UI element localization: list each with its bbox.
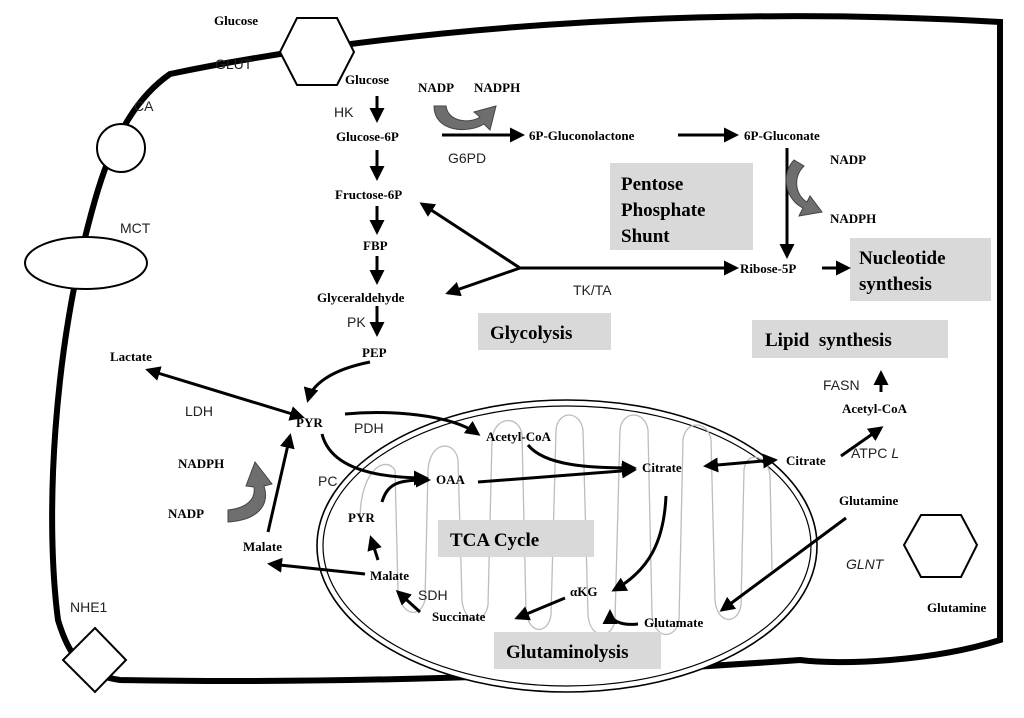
glycolysis-box xyxy=(478,313,611,350)
atpcl-main: ATPC xyxy=(851,445,887,461)
pyr-label: PYR xyxy=(296,415,323,430)
nucleotide-line1: Nucleotide xyxy=(859,248,946,269)
pyr-mito-label: PYR xyxy=(348,510,375,525)
nucleotide-line2: synthesis xyxy=(859,274,932,295)
succinate-label: Succinate xyxy=(432,609,486,624)
glut-transporter xyxy=(278,17,356,86)
fructose-6p-label: Fructose-6P xyxy=(335,187,402,202)
pk-label: PK xyxy=(347,314,366,330)
fbp-label: FBP xyxy=(363,238,388,253)
sdh-label: SDH xyxy=(418,587,448,603)
ldh-label: LDH xyxy=(185,403,213,419)
nadp-me-label: NADP xyxy=(168,506,204,521)
pentose-line3: Shunt xyxy=(621,226,670,247)
tca-label: TCA Cycle xyxy=(450,530,539,551)
lipid-label: Lipid synthesis xyxy=(765,330,892,351)
cofactor-arrows xyxy=(227,105,823,523)
glnt-transporter xyxy=(902,514,979,578)
nadph-me-label: NADPH xyxy=(178,456,224,471)
acetyl-coa-cyto-label: Acetyl-CoA xyxy=(842,401,908,416)
nucleotide-box xyxy=(850,238,991,301)
glnt-label: GLNT xyxy=(846,556,885,572)
glutamate-label: Glutamate xyxy=(644,615,703,630)
glucose-out-label: Glucose xyxy=(214,13,258,28)
hk-label: HK xyxy=(334,104,354,120)
tkta-label: TK/TA xyxy=(573,282,612,298)
nadph-pgd-label: NADPH xyxy=(830,211,876,226)
oaa-label: OAA xyxy=(436,472,466,487)
nadp-pgd-label: NADP xyxy=(830,152,866,167)
atpcl-tail: L xyxy=(891,445,899,461)
glutamine-in-label: Glutamine xyxy=(839,493,898,508)
lactate-label: Lactate xyxy=(110,349,152,364)
g6pd-label: G6PD xyxy=(448,150,486,166)
lipid-box xyxy=(752,320,948,358)
pathway-arrows xyxy=(145,96,889,626)
pentose-line2: Phosphate xyxy=(621,200,705,221)
gluconate-label: 6P-Gluconate xyxy=(744,128,820,143)
tca-box xyxy=(438,520,594,557)
nhe1-transporter xyxy=(61,626,128,694)
glyceraldehyde-label: Glyceraldehyde xyxy=(317,290,405,305)
ribose-5p-label: Ribose-5P xyxy=(740,261,796,276)
glycolysis-label: Glycolysis xyxy=(490,323,572,344)
nadp-g6pd-label: NADP xyxy=(418,80,454,95)
ca-label: CA xyxy=(134,98,154,114)
pdh-label: PDH xyxy=(354,420,384,436)
gluconolactone-label: 6P-Gluconolactone xyxy=(529,128,635,143)
fasn-label: FASN xyxy=(823,377,860,393)
ca-transporter xyxy=(96,123,146,173)
pentose-line1: Pentose xyxy=(621,174,683,195)
malate-cyto-label: Malate xyxy=(243,539,282,554)
malate-mito-label: Malate xyxy=(370,568,409,583)
citrate-mito-label: Citrate xyxy=(642,460,682,475)
nadph-g6pd-label: NADPH xyxy=(474,80,520,95)
pentose-box xyxy=(610,163,753,250)
citrate-cyto-label: Citrate xyxy=(786,453,826,468)
glucose-6p-label: Glucose-6P xyxy=(336,129,399,144)
glut-label: GLUT xyxy=(215,56,253,72)
mct-transporter xyxy=(24,236,148,290)
akg-label: αKG xyxy=(570,584,597,599)
glucose-label: Glucose xyxy=(345,72,389,87)
pc-label: PC xyxy=(318,473,337,489)
nhe1-label: NHE1 xyxy=(70,599,108,615)
pep-label: PEP xyxy=(362,345,387,360)
mct-label: MCT xyxy=(120,220,151,236)
glutamine-out-label: Glutamine xyxy=(927,600,986,615)
acetyl-coa-mito-label: Acetyl-CoA xyxy=(486,429,552,444)
glutaminolysis-box xyxy=(494,632,661,669)
glutaminolysis-label: Glutaminolysis xyxy=(506,642,628,663)
